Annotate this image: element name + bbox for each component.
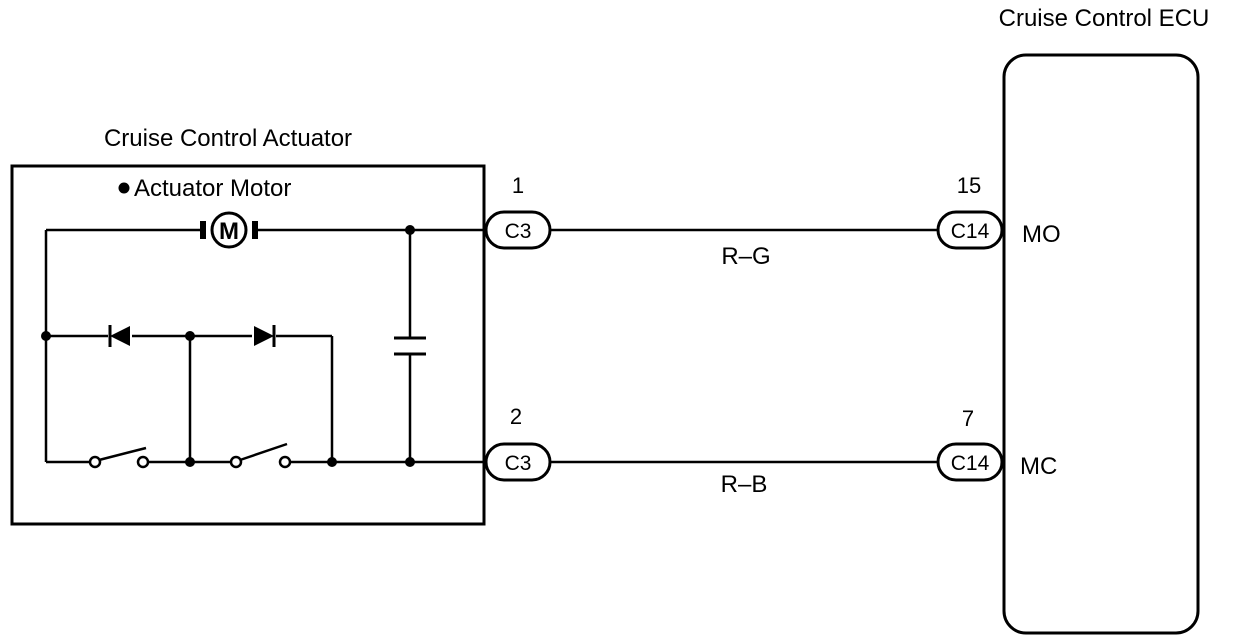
ecu-box bbox=[1002, 53, 1200, 635]
capacitor-icon bbox=[394, 336, 426, 356]
ecu-terminal-label: MO bbox=[1022, 221, 1061, 248]
diode-right-icon bbox=[254, 325, 276, 347]
motor-symbol: M bbox=[219, 218, 239, 245]
wire-color-label: R–B bbox=[721, 471, 768, 498]
limit-switch-2-icon bbox=[229, 442, 292, 469]
connector-c3-top bbox=[484, 210, 552, 250]
connector-label: C14 bbox=[951, 220, 990, 243]
actuator-pin-number: 1 bbox=[512, 173, 524, 198]
bullet-icon bbox=[118, 182, 130, 194]
actuator-title: Cruise Control Actuator bbox=[104, 125, 352, 152]
actuator-internal-circuit bbox=[44, 228, 486, 464]
diode-left-icon bbox=[108, 325, 130, 347]
ecu-title: Cruise Control ECU bbox=[999, 5, 1210, 32]
motor-label: Actuator Motor bbox=[134, 175, 291, 202]
connector-c14-bottom bbox=[936, 442, 1004, 482]
connector-label: C14 bbox=[951, 452, 990, 475]
connector-label: C3 bbox=[505, 452, 532, 475]
connector-c14-top bbox=[936, 210, 1004, 250]
ecu-pin-number: 15 bbox=[957, 173, 981, 198]
motor-icon: M bbox=[200, 211, 258, 249]
connector-label: C3 bbox=[505, 220, 532, 243]
connector-c3-bottom bbox=[484, 442, 552, 482]
ecu-pin-number: 7 bbox=[962, 406, 974, 431]
actuator-pin-number: 2 bbox=[510, 404, 522, 429]
ecu-terminal-label: MC bbox=[1020, 453, 1057, 480]
junction-dots bbox=[41, 225, 415, 467]
actuator-box bbox=[10, 164, 486, 526]
wire-color-label: R–G bbox=[721, 243, 770, 270]
limit-switch-1-icon bbox=[88, 446, 150, 469]
